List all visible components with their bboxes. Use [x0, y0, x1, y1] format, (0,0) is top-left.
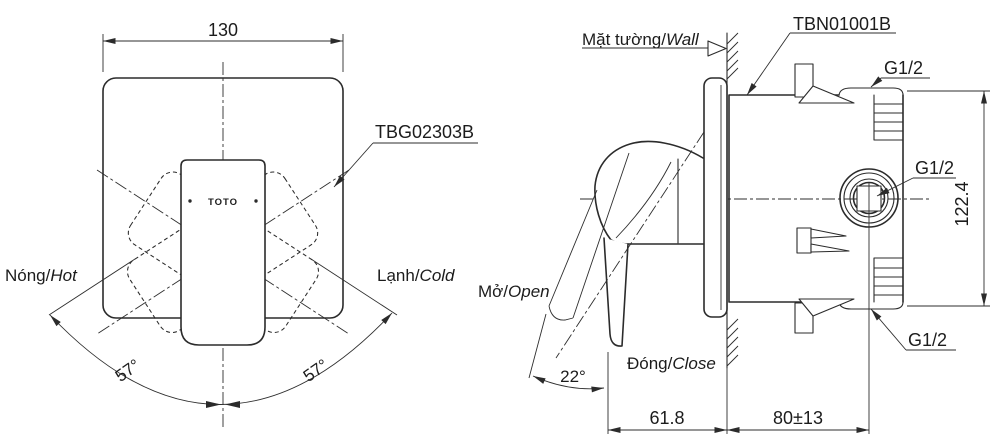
valve-code-label: TBN01001B	[793, 14, 891, 34]
thread-bottom	[873, 257, 904, 303]
close-label-en: Close	[672, 354, 715, 373]
wall-label-en: Wall	[666, 30, 700, 49]
thread-bottom-label: G1/2	[908, 330, 947, 350]
hot-label-en: Hot	[50, 266, 78, 285]
wall-label-vi: Mặt tường/	[582, 30, 666, 49]
cold-label: Lạnh/Cold	[377, 266, 455, 285]
open-label-en: Open	[508, 282, 550, 301]
wall-arrow-icon	[707, 40, 727, 57]
open-angle-dimension: 22°	[532, 367, 605, 393]
product-code-label: TBG02303B	[375, 122, 474, 142]
cold-label-vi: Lạnh/	[377, 266, 420, 285]
lever-open-position	[528, 131, 705, 379]
brand-logo: TOTO	[208, 197, 238, 208]
hot-label: Nóng/Hot	[5, 266, 78, 285]
dim-wall-depth-label: 80±13	[773, 408, 823, 428]
arc-arrow-left-icon	[206, 401, 221, 408]
thread-mid-callout: G1/2	[876, 158, 956, 197]
product-code-callout: TBG02303B	[333, 122, 478, 188]
wall-label-callout: Mặt tường/Wall	[582, 30, 727, 57]
side-view: Mặt tường/Wall	[478, 14, 990, 434]
front-view: 130 TOTO 57° 57° Nóng/Hot Lạnh/Cold TBG0…	[5, 20, 478, 428]
handle-dot-left	[188, 199, 192, 203]
dimension-height: 122.4	[907, 90, 990, 307]
mounting-clips	[794, 63, 855, 334]
wall-label: Mặt tường/Wall	[582, 30, 700, 49]
lever-closed	[603, 237, 629, 347]
valve-code-callout: TBN01001B	[746, 14, 896, 96]
handle-dot-right	[254, 199, 258, 203]
close-label-vi: Đóng/	[627, 354, 673, 373]
dim-width-label: 130	[208, 20, 238, 40]
handle-front	[180, 159, 266, 346]
thread-bottom-callout: G1/2	[870, 308, 956, 351]
thread-top-label: G1/2	[884, 58, 923, 78]
thread-top	[873, 94, 904, 141]
valve-body	[728, 63, 904, 434]
open-label: Mở/Open	[478, 282, 550, 301]
open-label-vi: Mở/	[478, 282, 508, 301]
cold-label-en: Cold	[420, 266, 456, 285]
open-angle-label: 22°	[560, 367, 586, 386]
arc-arrow-right-icon	[225, 401, 240, 408]
dim-height-label: 122.4	[952, 181, 972, 226]
dimension-width-130: 130	[102, 20, 344, 72]
thread-mid-label: G1/2	[915, 158, 954, 178]
dim-handle-depth-label: 61.8	[649, 408, 684, 428]
angle-right-label: 57°	[300, 355, 332, 385]
angle-left-label: 57°	[112, 355, 144, 385]
thread-top-callout: G1/2	[870, 58, 930, 88]
trim-plate-side	[703, 77, 728, 318]
dimension-depths: 61.8 80±13	[607, 352, 869, 434]
close-label: Đóng/Close	[627, 354, 716, 373]
hot-label-vi: Nóng/	[5, 266, 51, 285]
handle-side	[594, 140, 704, 347]
